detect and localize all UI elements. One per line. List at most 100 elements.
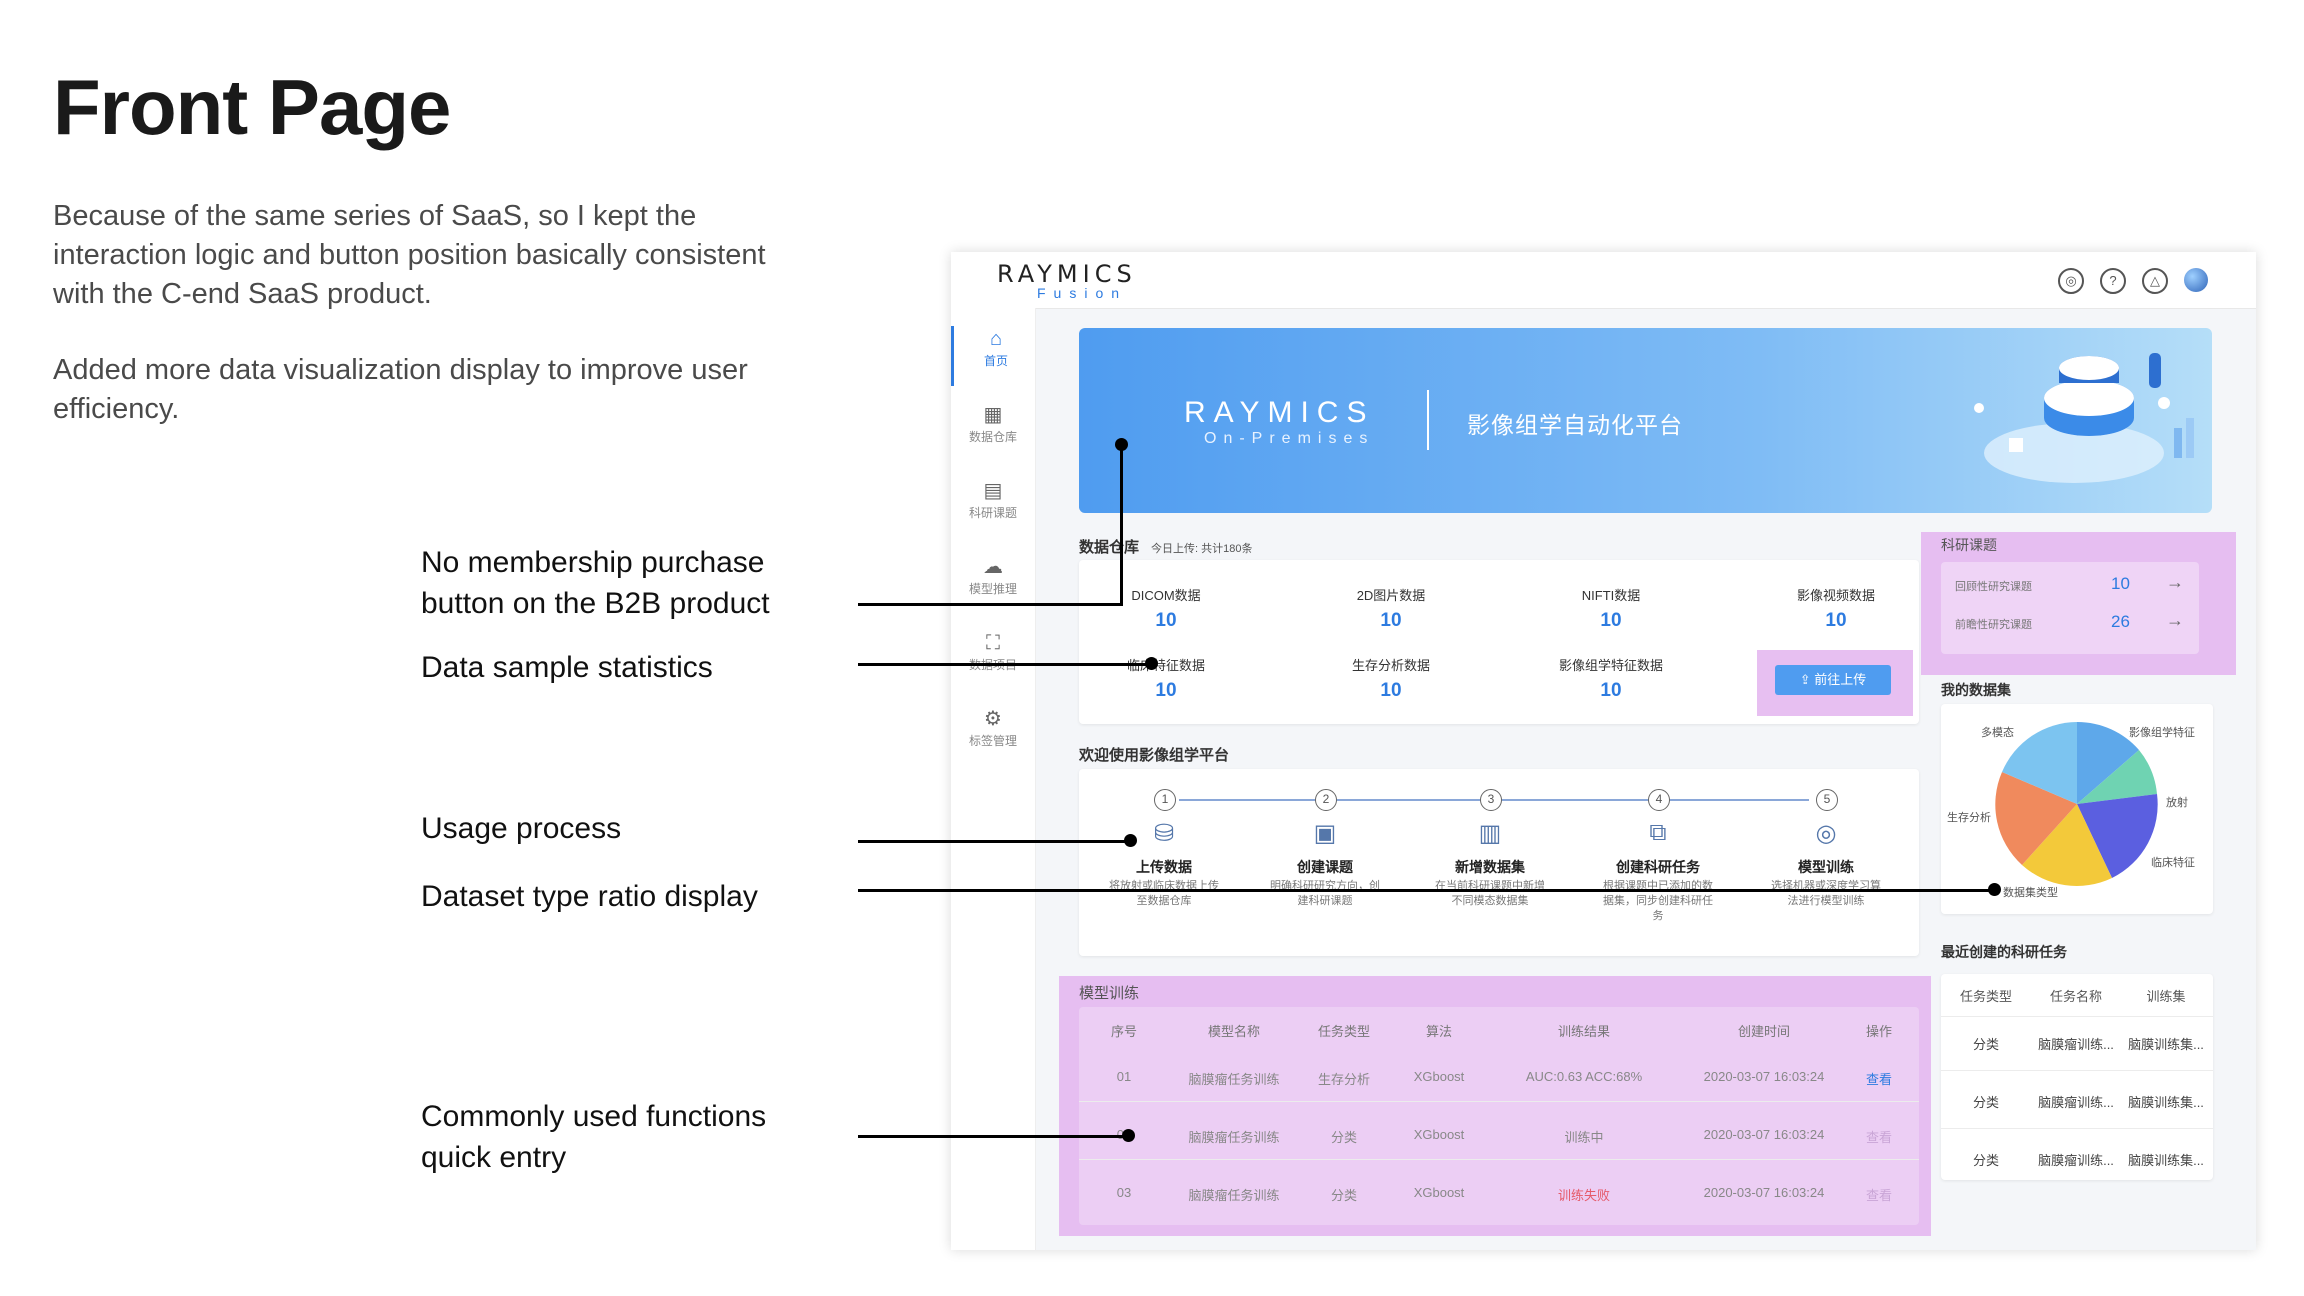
brain-icon: ☁ bbox=[983, 556, 1003, 578]
research-row-value[interactable]: 10 bbox=[2111, 574, 2130, 593]
step-title[interactable]: 创建科研任务 bbox=[1616, 859, 1700, 875]
table-cell: 脑膜瘤任务训练 bbox=[1188, 1130, 1280, 1145]
dataset-icon: ▥ bbox=[1478, 820, 1502, 847]
banner-logo: RAYMICS bbox=[1184, 396, 1375, 429]
step-title[interactable]: 模型训练 bbox=[1798, 859, 1854, 875]
app-logo[interactable]: RAYMICS bbox=[997, 260, 1137, 288]
table-header: 算法 bbox=[1425, 1024, 1452, 1039]
row-divider bbox=[1079, 1159, 1919, 1160]
step-title[interactable]: 新增数据集 bbox=[1455, 859, 1525, 875]
banner-divider bbox=[1427, 390, 1429, 450]
stat-value[interactable]: 10 bbox=[1380, 610, 1402, 631]
leader-line bbox=[858, 603, 1122, 606]
intro-paragraph: Because of the same series of SaaS, so I… bbox=[53, 200, 766, 310]
table-cell: 训练失败 bbox=[1557, 1188, 1610, 1203]
annotation-quick-entry: Commonly used functions quick entry bbox=[421, 1100, 767, 1174]
app-window: RAYMICS Fusion ◎ ? △ ⌂ 首页 ▦ 数据仓库 ▤ 科研课题 … bbox=[951, 252, 2256, 1250]
sidebar-item-label: 科研课题 bbox=[968, 506, 1017, 520]
table-cell: 01 bbox=[1116, 1069, 1132, 1084]
stat-value[interactable]: 10 bbox=[1155, 680, 1177, 701]
view-link[interactable]: 查看 bbox=[1865, 1188, 1892, 1203]
pie-slice-radiology bbox=[2077, 750, 2157, 804]
stat-label: 生存分析数据 bbox=[1351, 658, 1430, 673]
table-cell[interactable]: 脑膜瘤训练... bbox=[2038, 1095, 2114, 1110]
step-title[interactable]: 上传数据 bbox=[1136, 859, 1192, 875]
sidebar-item-home[interactable]: ⌂ 首页 bbox=[951, 326, 1038, 386]
table-header: 任务类型 bbox=[1959, 989, 2012, 1004]
table-header: 序号 bbox=[1110, 1024, 1137, 1039]
warehouse-title: 数据仓库 bbox=[1079, 539, 1140, 556]
table-cell: XGboost bbox=[1413, 1127, 1465, 1142]
process-title: 欢迎使用影像组学平台 bbox=[1079, 747, 1230, 764]
banner-illustration bbox=[1974, 353, 2194, 483]
step-desc: 明确科研研究方向，创建科研课题 bbox=[1270, 880, 1380, 907]
bell-icon[interactable]: △ bbox=[2142, 268, 2168, 294]
research-row-value[interactable]: 26 bbox=[2111, 612, 2130, 631]
leader-line bbox=[858, 889, 1996, 892]
stat-value[interactable]: 10 bbox=[1600, 610, 1622, 631]
legend-label: 多模态 bbox=[1981, 727, 2014, 739]
sidebar-item-tags[interactable]: ⚙ 标签管理 bbox=[951, 706, 1035, 766]
sidebar-item-research[interactable]: ▤ 科研课题 bbox=[951, 478, 1035, 538]
dataset-pie-chart[interactable] bbox=[1941, 704, 2213, 914]
banner-logo-sub: On-Premises bbox=[1204, 430, 1375, 447]
globe-icon[interactable]: ◎ bbox=[2058, 268, 2084, 294]
leader-dot bbox=[1145, 657, 1158, 670]
table-header: 操作 bbox=[1865, 1024, 1892, 1039]
leader-line bbox=[858, 1135, 1128, 1138]
research-row-label: 前瞻性研究课题 bbox=[1955, 619, 2032, 631]
step-number: 5 bbox=[1816, 789, 1838, 811]
step-number: 1 bbox=[1154, 789, 1176, 811]
stat-label: NIFTI数据 bbox=[1581, 588, 1641, 603]
table-cell[interactable]: 脑膜瘤训练... bbox=[2038, 1037, 2114, 1052]
table-cell[interactable]: 脑膜训练集... bbox=[2128, 1037, 2204, 1052]
sidebar-item-warehouse[interactable]: ▦ 数据仓库 bbox=[951, 402, 1035, 462]
pie-slice-multimodal bbox=[2002, 722, 2077, 804]
table-header: 任务类型 bbox=[1317, 1024, 1370, 1039]
upload-icon: ⇪ bbox=[1799, 672, 1815, 687]
top-bar: RAYMICS Fusion ◎ ? △ bbox=[951, 252, 2256, 309]
stat-value[interactable]: 10 bbox=[1155, 610, 1177, 631]
table-cell: 脑膜瘤任务训练 bbox=[1188, 1188, 1280, 1203]
intro-paragraph-2: Added more data visualization display to… bbox=[53, 354, 748, 425]
table-cell[interactable]: 脑膜训练集... bbox=[2128, 1153, 2204, 1168]
arrow-right-icon[interactable]: → bbox=[2166, 572, 2184, 592]
view-link[interactable]: 查看 bbox=[1865, 1130, 1892, 1145]
step-title[interactable]: 创建课题 bbox=[1297, 859, 1353, 875]
leader-dot bbox=[1988, 883, 2001, 896]
table-cell: 分类 bbox=[1972, 1095, 1999, 1110]
stat-value[interactable]: 10 bbox=[1380, 680, 1402, 701]
research-highlight bbox=[1921, 532, 2236, 675]
sidebar-item-inference[interactable]: ☁ 模型推理 bbox=[951, 554, 1035, 614]
table-header: 任务名称 bbox=[2049, 989, 2102, 1004]
arrow-right-icon[interactable]: → bbox=[2166, 610, 2184, 630]
stat-value[interactable]: 10 bbox=[1600, 680, 1622, 701]
row-divider bbox=[1941, 1128, 2213, 1129]
step-desc: 在当前科研课题中新增不同模态数据集 bbox=[1435, 880, 1545, 907]
table-cell: 脑膜瘤任务训练 bbox=[1188, 1072, 1280, 1087]
stat-value[interactable]: 10 bbox=[1825, 610, 1847, 631]
table-header: 训练结果 bbox=[1557, 1024, 1610, 1039]
upload-button[interactable]: ⇪ 前往上传 bbox=[1775, 665, 1891, 695]
home-icon: ⌂ bbox=[989, 328, 1003, 350]
stat-label: 2D图片数据 bbox=[1356, 588, 1426, 603]
row-divider bbox=[1941, 1016, 2213, 1017]
project-icon: ⛶ bbox=[986, 632, 1000, 654]
sidebar-item-label: 数据仓库 bbox=[968, 430, 1017, 444]
pie-slice-imaging bbox=[2077, 721, 2139, 804]
avatar[interactable] bbox=[2184, 268, 2208, 292]
sidebar-item-projects[interactable]: ⛶ 数据项目 bbox=[951, 630, 1035, 690]
research-card: 回顾性研究课题 10 → 前瞻性研究课题 26 → bbox=[1941, 562, 2199, 654]
table-cell: 分类 bbox=[1972, 1037, 1999, 1052]
step-number: 3 bbox=[1480, 789, 1502, 811]
table-cell[interactable]: 脑膜训练集... bbox=[2128, 1095, 2204, 1110]
sidebar: ⌂ 首页 ▦ 数据仓库 ▤ 科研课题 ☁ 模型推理 ⛶ 数据项目 ⚙ 标签管理 bbox=[951, 308, 1036, 1250]
view-link[interactable]: 查看 bbox=[1865, 1072, 1892, 1087]
help-icon[interactable]: ? bbox=[2100, 268, 2126, 294]
project-icon: ▣ bbox=[1313, 820, 1337, 847]
training-table: 序号 模型名称 任务类型 算法 训练结果 创建时间 操作 01 脑膜瘤任务训练 … bbox=[1079, 1007, 1919, 1225]
step-desc: 根据课题中已添加的数据集，同步创建科研任务 bbox=[1603, 880, 1713, 922]
warehouse-card: DICOM数据 10 2D图片数据 10 NIFTI数据 10 影像视频数据 1… bbox=[1079, 560, 1919, 724]
recent-card: 任务类型 任务名称 训练集 分类 脑膜瘤训练... 脑膜训练集... 分类 脑膜… bbox=[1941, 974, 2213, 1180]
table-cell[interactable]: 脑膜瘤训练... bbox=[2038, 1153, 2114, 1168]
